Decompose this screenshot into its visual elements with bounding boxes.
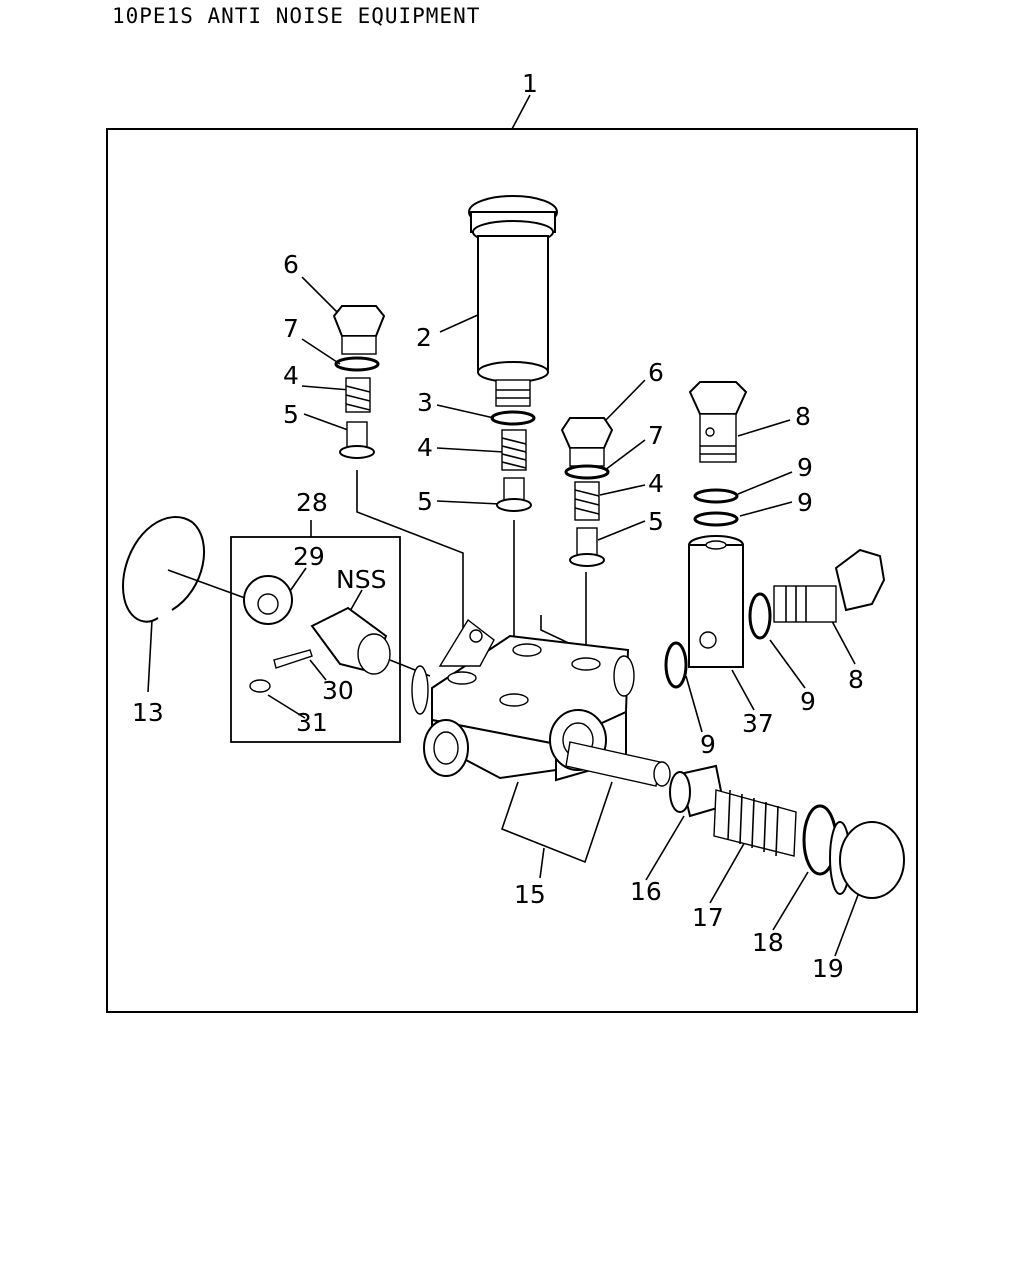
banjo-fitting: [688, 535, 744, 668]
washer-9a: [693, 488, 739, 504]
callout-4: 4: [417, 433, 433, 462]
plug-left: [332, 305, 386, 355]
valve-center: [496, 477, 532, 512]
o-ring-3: [490, 410, 536, 426]
subassembly-box: [230, 536, 401, 743]
callout-9: 9: [700, 730, 716, 759]
valve-right: [569, 527, 605, 567]
callout-8: 8: [795, 402, 811, 431]
pump-body: [411, 618, 635, 782]
connector-nss: [310, 606, 391, 675]
valve-left: [339, 421, 375, 459]
callout-37: 37: [742, 709, 774, 738]
callout-9: 9: [797, 453, 813, 482]
pin-31: [249, 679, 271, 693]
spring-17: [713, 789, 797, 857]
callout-2: 2: [416, 323, 432, 352]
spring-left: [345, 377, 371, 413]
washer-9c: [748, 592, 772, 640]
callout-29: 29: [293, 542, 325, 571]
callout-16: 16: [630, 877, 662, 906]
callout-7: 7: [648, 421, 664, 450]
callout-4: 4: [648, 469, 664, 498]
callout-6: 6: [648, 358, 664, 387]
washer-9b: [693, 511, 739, 527]
callout-18: 18: [752, 928, 784, 957]
callout-13: 13: [132, 698, 164, 727]
plunger-rod: [565, 741, 671, 787]
washer-9d: [664, 641, 688, 689]
spring-right: [574, 481, 600, 521]
pin-30: [273, 649, 313, 669]
callout-19: 19: [812, 954, 844, 983]
eye-bolt-vertical: [688, 381, 748, 463]
snap-ring-13: [122, 516, 206, 623]
callout-5: 5: [417, 487, 433, 516]
callout-9: 9: [800, 687, 816, 716]
callout-4: 4: [283, 361, 299, 390]
callout-labels: 1 2 3 4 4 4 5 5 5 6 6 7 7 8 8 9 9 9 9 13…: [132, 69, 864, 983]
callout-6: 6: [283, 250, 299, 279]
callout-8: 8: [848, 665, 864, 694]
page-title: 10PE1S ANTI NOISE EQUIPMENT: [112, 4, 481, 28]
callout-30: 30: [322, 676, 354, 705]
callout-3: 3: [417, 388, 433, 417]
callout-28: 28: [296, 488, 328, 517]
callout-31: 31: [296, 708, 328, 737]
callout-15: 15: [514, 880, 546, 909]
callout-5: 5: [283, 400, 299, 429]
callout-17: 17: [692, 903, 724, 932]
leader-lines: [147, 94, 859, 957]
eye-bolt-horizontal: [773, 548, 886, 623]
callout-nss: NSS: [336, 565, 386, 594]
ring-29: [243, 575, 293, 625]
plug-right: [560, 417, 614, 467]
o-ring-right: [564, 464, 610, 480]
plunger-16: [669, 764, 726, 818]
filter-cup: [468, 195, 558, 407]
callout-1: 1: [522, 69, 538, 98]
spring-center: [501, 429, 527, 471]
callout-7: 7: [283, 314, 299, 343]
callout-9: 9: [797, 488, 813, 517]
cap-19: [829, 821, 905, 899]
o-ring-left: [334, 356, 380, 372]
callout-5: 5: [648, 507, 664, 536]
